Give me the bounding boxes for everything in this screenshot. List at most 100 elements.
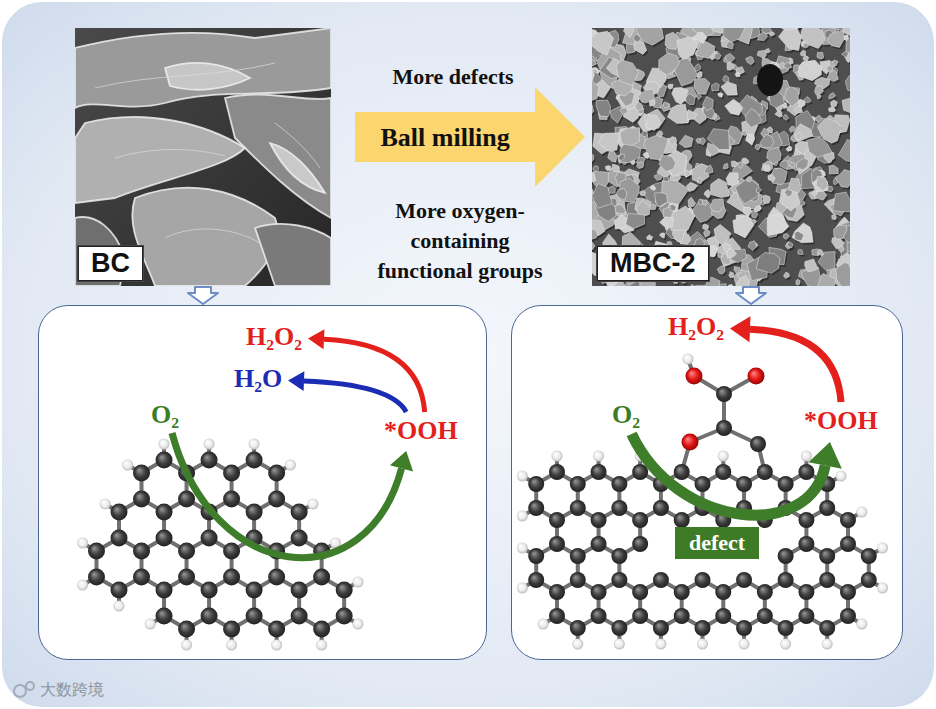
molecule-part <box>291 504 308 521</box>
sem-grains-part <box>829 93 836 99</box>
molecule-part <box>156 530 173 547</box>
sem-flakes <box>75 28 331 286</box>
molecule-part <box>757 464 773 480</box>
species-label: *OOH <box>804 406 878 436</box>
molecule-part <box>611 572 627 588</box>
sem-grains-part <box>650 185 656 190</box>
molecule-part <box>268 621 285 638</box>
molecule-part <box>517 543 528 554</box>
molecule-part <box>655 639 666 650</box>
molecule-part <box>570 548 586 564</box>
sem-grains-part <box>727 62 735 70</box>
molecule-part <box>549 536 565 552</box>
molecule-part <box>517 471 528 482</box>
molecule-part <box>528 572 544 588</box>
molecule-part <box>611 620 627 636</box>
sem-grains-part <box>640 191 646 196</box>
sem-grains-part <box>842 52 849 58</box>
sem-grains-part <box>848 259 850 271</box>
molecule-part <box>819 572 835 588</box>
sem-grains-part <box>710 199 724 212</box>
molecule-part <box>111 504 128 521</box>
molecule-part <box>246 608 263 625</box>
sem-grains-part <box>756 187 761 193</box>
reaction-arrow-part <box>288 371 304 391</box>
sem-grains-part <box>817 118 841 143</box>
sem-grains-part <box>694 78 710 94</box>
reaction-arrow <box>308 329 425 412</box>
molecule-part <box>591 512 607 528</box>
reaction-arrow <box>288 371 406 412</box>
molecule-part <box>517 511 528 522</box>
molecule-part <box>268 465 285 482</box>
watermark-logo-part <box>14 685 26 697</box>
sem-grains-part <box>748 241 757 251</box>
sem-grains-part <box>766 49 771 53</box>
molecule-part <box>313 569 330 586</box>
sem-grains-part <box>698 177 703 183</box>
molecule-part <box>538 619 549 630</box>
sem-grains-part <box>767 213 789 236</box>
molecule-part <box>572 639 583 650</box>
molecule-part <box>877 583 888 594</box>
sem-grains-part <box>592 28 850 286</box>
molecule-part <box>591 536 607 552</box>
sem-grains-part <box>817 53 824 60</box>
molecule-part <box>819 548 835 564</box>
molecule-part <box>801 451 812 462</box>
reaction-arrow-part <box>172 433 402 558</box>
reaction-arrow-part <box>304 381 406 412</box>
molecule-part <box>611 548 627 564</box>
molecule-part <box>201 582 218 599</box>
molecule-part <box>861 572 877 588</box>
sem-grains-part <box>592 228 597 239</box>
sem-grains-part <box>704 165 713 173</box>
sem-grains-part <box>746 56 754 65</box>
molecule-part <box>178 543 195 560</box>
defect-tag: defect <box>675 527 759 559</box>
sem-grains-part <box>663 102 669 108</box>
sem-image: BC <box>75 28 331 286</box>
sem-grains-part <box>616 60 638 86</box>
sem-image: MBC-2 <box>592 28 850 286</box>
sem-grains-part <box>619 154 625 160</box>
sem-grains-part <box>659 156 675 172</box>
sem-grains-part <box>785 242 792 249</box>
molecule-part <box>285 460 296 471</box>
sem-grains-part <box>798 249 803 254</box>
species-label: H₂O₂ <box>246 322 302 352</box>
sem-grains-part <box>695 64 701 71</box>
sem-grains-part <box>721 82 737 96</box>
sem-grains-part <box>778 29 801 51</box>
sem-grains-part <box>794 106 802 113</box>
molecule-part <box>653 500 669 516</box>
sem-flakes-part <box>132 188 277 286</box>
molecule-part <box>133 491 150 508</box>
molecule-part <box>570 620 586 636</box>
sem-grains-part <box>704 228 711 237</box>
sem-grains-part <box>795 132 803 139</box>
molecule-part <box>111 530 128 547</box>
image-label: MBC-2 <box>597 246 709 281</box>
molecule-part <box>353 577 364 588</box>
molecule-part <box>77 580 88 591</box>
sem-grains-part <box>745 109 761 128</box>
molecule-part <box>145 619 156 630</box>
sem-grains-part <box>702 200 708 206</box>
molecule-part <box>88 569 105 586</box>
sem-grains-part <box>672 88 688 105</box>
molecule-part <box>570 476 586 492</box>
molecule-part <box>716 420 732 436</box>
sem-grains-part <box>592 31 614 55</box>
molecule-part <box>133 465 150 482</box>
sem-grains-part <box>686 93 696 104</box>
molecule-part <box>748 368 765 385</box>
molecule-part <box>632 536 648 552</box>
sem-grains-part <box>763 195 770 204</box>
reaction-arrow <box>632 434 842 515</box>
sem-grains-part <box>815 86 824 95</box>
sem-grains-part <box>592 172 596 182</box>
molecule-part <box>223 569 240 586</box>
reaction-arrow-part <box>809 442 842 469</box>
